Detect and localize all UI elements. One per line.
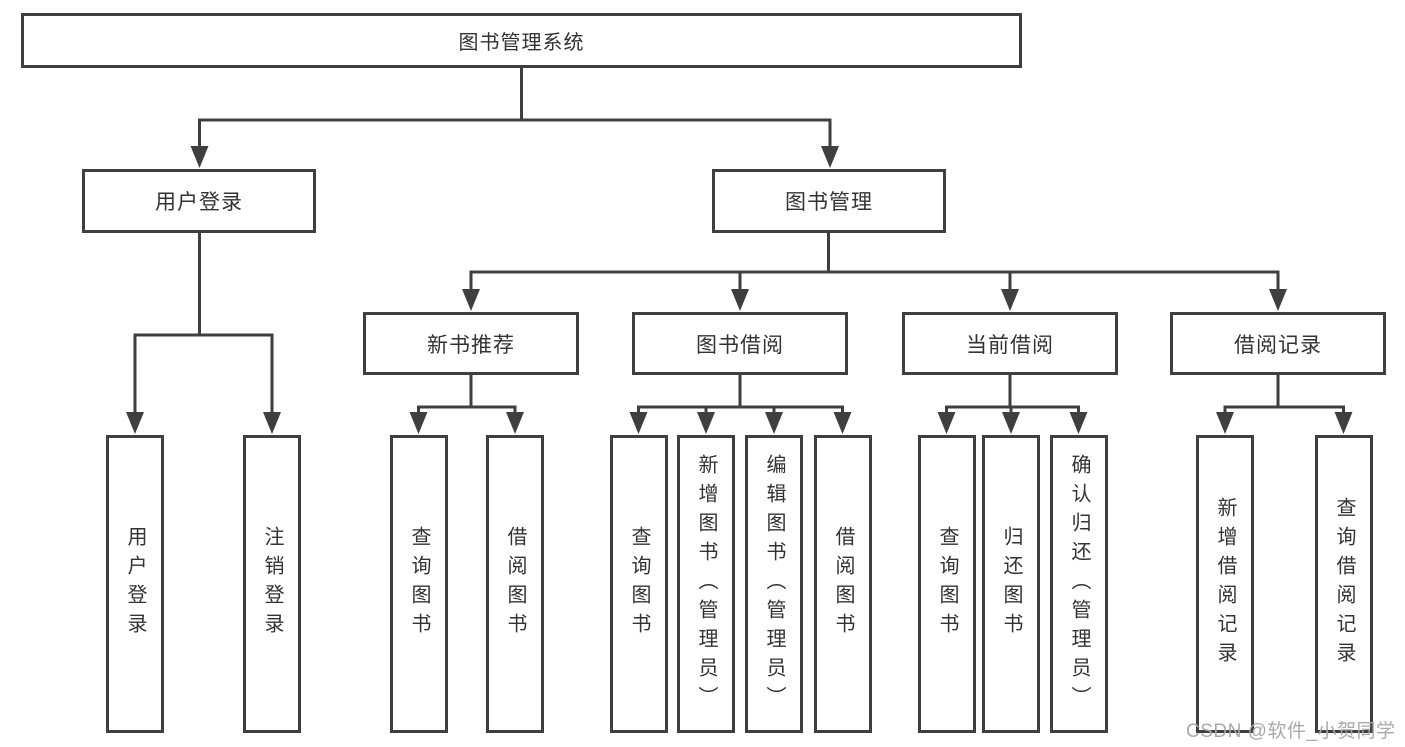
node-label: 新书推荐 — [427, 333, 515, 357]
leaf-edit-books-admin: 编辑图书（管理员） — [745, 435, 803, 733]
node-label: 当前借阅 — [966, 333, 1054, 357]
node-label: 用户登录 — [124, 526, 146, 642]
node-label: 查询图书 — [408, 526, 430, 642]
leaf-add-borrow-record: 新增借阅记录 — [1196, 435, 1254, 733]
node-label: 确认归还（管理员） — [1068, 453, 1090, 715]
node-label: 借阅记录 — [1234, 333, 1322, 357]
node-label: 借阅图书 — [504, 526, 526, 642]
leaf-query-books-current: 查询图书 — [918, 435, 976, 733]
leaf-user-login: 用户登录 — [106, 435, 164, 733]
node-label: 编辑图书（管理员） — [763, 453, 785, 715]
leaf-borrow-books: 借阅图书 — [814, 435, 872, 733]
leaf-confirm-return-admin: 确认归还（管理员） — [1050, 435, 1108, 733]
node-borrowing-records: 借阅记录 — [1170, 312, 1386, 375]
leaf-borrow-books-recommend: 借阅图书 — [486, 435, 544, 733]
node-new-book-recommendation: 新书推荐 — [363, 312, 579, 375]
csdn-watermark: CSDN @软件_小贺同学 — [1186, 721, 1396, 742]
node-label: 图书借阅 — [696, 333, 784, 357]
node-label: 用户登录 — [155, 191, 243, 214]
leaf-query-books-recommend: 查询图书 — [390, 435, 448, 733]
node-label: 图书管理 — [785, 191, 873, 214]
leaf-query-books-borrowing: 查询图书 — [610, 435, 668, 733]
node-user-login-branch: 用户登录 — [82, 169, 316, 233]
node-book-management-branch: 图书管理 — [712, 169, 946, 233]
node-label: 新增图书（管理员） — [695, 453, 717, 715]
node-label: 新增借阅记录 — [1214, 497, 1236, 671]
node-label: 归还图书 — [1000, 526, 1022, 642]
node-label: 查询借阅记录 — [1333, 497, 1355, 671]
leaf-return-books: 归还图书 — [982, 435, 1040, 733]
node-label: 查询图书 — [628, 526, 650, 642]
node-label: 注销登录 — [261, 526, 283, 642]
node-label: 借阅图书 — [832, 526, 854, 642]
node-label: 图书管理系统 — [458, 32, 585, 54]
leaf-query-borrow-record: 查询借阅记录 — [1315, 435, 1373, 733]
node-label: 查询图书 — [936, 526, 958, 642]
node-current-borrowing: 当前借阅 — [902, 312, 1118, 375]
node-library-management-system: 图书管理系统 — [21, 13, 1022, 68]
leaf-add-books-admin: 新增图书（管理员） — [677, 435, 735, 733]
leaf-logout: 注销登录 — [243, 435, 301, 733]
node-book-borrowing: 图书借阅 — [632, 312, 848, 375]
